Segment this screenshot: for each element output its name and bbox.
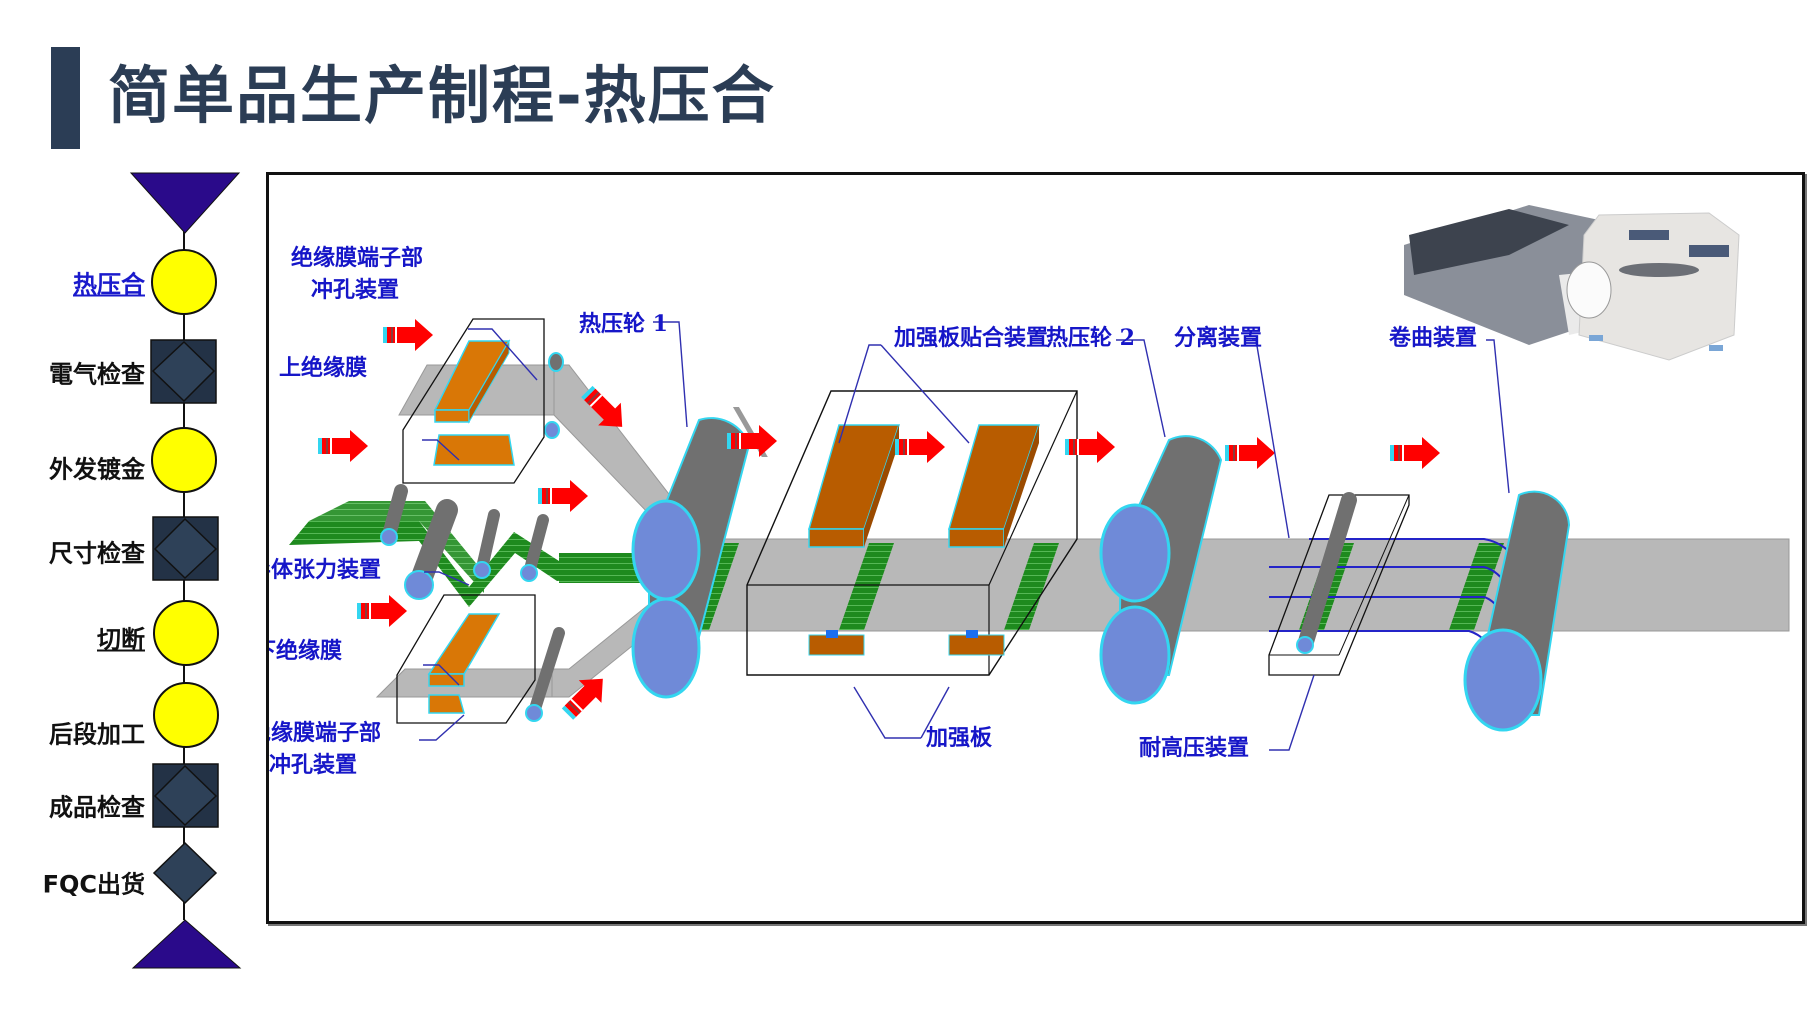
upper-punch-device [402,318,545,484]
arrow-icon [1225,437,1275,469]
label-stiffener-bonding: 加强板贴合装置 [893,325,1048,351]
arrow-icon [538,480,588,512]
heat-roller-2 [1099,435,1223,705]
flow-step-final-inspection[interactable]: 成品检查 [49,793,145,822]
diagram-canvas: 绝缘膜端子部 冲孔装置 上绝缘膜 导体张力装置 下绝缘膜 绝缘膜端子部 冲孔装置… [269,195,1790,778]
step-circle-icon[interactable] [151,249,217,315]
flow-step-cutting[interactable]: 切断 [97,625,145,654]
label-heat-roller-2: 热压轮 2 [1046,325,1135,351]
step-circle-icon[interactable] [153,682,219,748]
flow-step-post-processing[interactable]: 后段加工 [49,720,145,749]
label-heat-roller-1: 热压轮 1 [579,311,668,337]
label-upper-punch-1: 绝缘膜端子部 [291,245,423,271]
arrow-icon [1390,437,1440,469]
leader-lines [419,321,1510,751]
step-circle-icon[interactable] [151,427,217,493]
label-stiffener: 加强板 [925,725,993,751]
lower-punch-device [396,594,536,724]
machine-photo [1396,195,1752,361]
label-winder: 卷曲装置 [1388,325,1477,351]
inspection-square-icon[interactable] [150,339,217,404]
arrow-icon [1065,431,1115,463]
label-lower-film: 下绝缘膜 [269,638,342,664]
start-triangle-icon [129,172,241,234]
separator-hipot-device [1268,492,1410,676]
flow-step-electrical-check[interactable]: 電气检查 [49,360,145,389]
stiffener-bonding-device [746,390,1078,676]
page-title: 简单品生产制程-热压合 [108,59,776,132]
flow-step-gold-plating[interactable]: 外发镀金 [49,455,145,484]
process-flow-symbols [129,172,242,969]
flow-step-hot-press[interactable]: 热压合 [73,270,145,299]
arrow-icon [383,319,433,351]
inspection-square-icon[interactable] [152,516,219,581]
flow-step-dimension-check[interactable]: 尺寸检查 [49,539,145,568]
arrow-icon [357,595,407,627]
tension-rollers [380,484,549,600]
winder-roller [1463,490,1571,732]
end-triangle-icon [131,919,242,969]
label-hipot: 耐高压装置 [1139,735,1249,761]
label-separator: 分离装置 [1174,325,1262,351]
arrow-icon [895,431,945,463]
conductor-strip [289,501,649,607]
label-conductor-tension: 导体张力装置 [269,557,381,583]
label-lower-punch-2: 冲孔装置 [269,752,357,778]
flow-step-fqc-shipping[interactable]: FQC出货 [42,870,145,899]
process-flow: 热压合 電气检查 外发镀金 尺寸检查 切断 后段加工 成品检查 FQC出货 [0,160,260,1000]
title-accent-bar [51,47,80,149]
decision-diamond-icon[interactable] [152,841,218,905]
inspection-square-icon[interactable] [152,763,219,828]
label-lower-punch-1: 绝缘膜端子部 [269,720,381,746]
hot-press-diagram: 绝缘膜端子部 冲孔装置 上绝缘膜 导体张力装置 下绝缘膜 绝缘膜端子部 冲孔装置… [266,172,1805,924]
label-upper-film: 上绝缘膜 [279,355,367,381]
label-upper-punch-2: 冲孔装置 [311,277,399,303]
arrow-icon [318,430,368,462]
step-circle-icon[interactable] [153,600,219,666]
